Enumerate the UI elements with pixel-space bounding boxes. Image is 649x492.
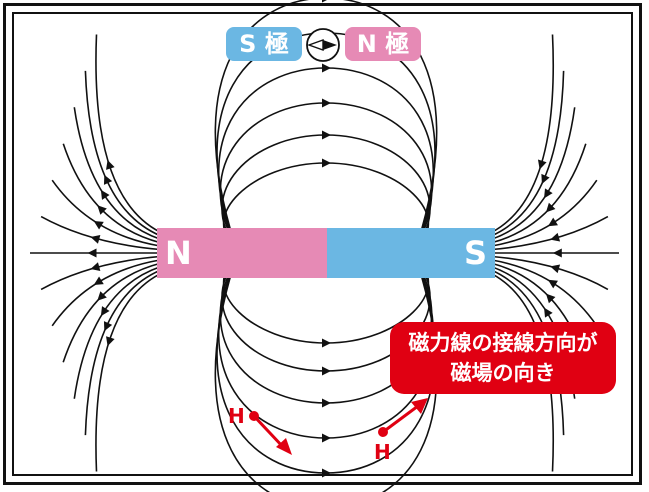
field-arrow [322, 130, 331, 140]
field-arrow [547, 279, 558, 289]
field-line [73, 107, 161, 240]
field-arrow [103, 321, 113, 332]
field-arrow [322, 468, 331, 478]
field-arrow [100, 306, 110, 317]
field-arrow [100, 189, 110, 200]
field-line [491, 255, 609, 291]
field-arrow [322, 366, 331, 376]
h-label-left: H [228, 404, 245, 428]
tangent-callout: 磁力線の接線方向が 磁場の向き [390, 322, 616, 394]
field-arrow [106, 336, 115, 347]
field-arrow [322, 98, 331, 108]
field-line [217, 67, 435, 246]
field-arrow [322, 338, 331, 348]
field-line [214, 0, 438, 246]
field-arrow [550, 264, 561, 274]
s-pole-tag: S 極 [226, 27, 302, 61]
field-line [214, 260, 438, 492]
magnet-s-pole: S [327, 228, 495, 278]
field-arrow [544, 307, 553, 318]
field-arrow [545, 202, 556, 213]
field-arrow [97, 291, 107, 301]
compass-icon [306, 28, 340, 62]
field-arrow [550, 232, 561, 242]
field-arrow [322, 433, 331, 443]
h-label-right: H [374, 440, 391, 464]
field-arrow [90, 262, 101, 271]
callout-line-1: 磁力線の接線方向が [408, 331, 598, 355]
field-arrow [547, 217, 558, 227]
field-arrow [90, 235, 101, 244]
field-line [216, 32, 436, 246]
field-arrow [97, 205, 107, 215]
field-arrow [541, 173, 550, 184]
field-arrow [322, 398, 331, 408]
tangent-marker-left [249, 411, 292, 455]
field-line [95, 273, 161, 472]
field-arrow [322, 158, 331, 168]
outer-frame [3, 3, 642, 485]
field-arrow [552, 248, 562, 258]
field-line [491, 215, 609, 251]
field-arrow [93, 220, 104, 230]
n-pole-tag: N 極 [345, 27, 421, 61]
tangent-marker-right [378, 398, 428, 437]
field-line [40, 215, 161, 251]
field-arrow [103, 174, 113, 185]
field-arrow [322, 63, 331, 73]
field-line [40, 255, 161, 291]
field-line [95, 34, 161, 233]
field-line [219, 102, 433, 246]
field-arrow [87, 248, 97, 258]
magnet-n-pole: N [157, 228, 327, 278]
field-arrow [537, 159, 547, 170]
field-arrow [93, 276, 104, 286]
field-arrow [106, 159, 115, 170]
callout-line-2: 磁場の向き [450, 361, 556, 385]
field-arrow [545, 293, 556, 304]
field-arrow [322, 0, 327, 3]
field-line [73, 266, 161, 399]
field-line [491, 107, 576, 240]
field-arrow [544, 188, 553, 199]
field-line [491, 34, 554, 233]
